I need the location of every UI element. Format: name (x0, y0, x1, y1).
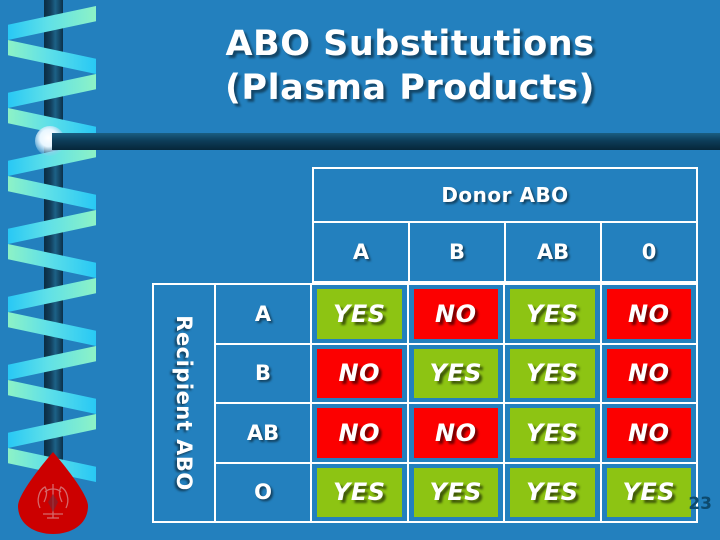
cell-value: NO (413, 289, 498, 339)
donor-column-ab: AB (506, 223, 602, 281)
cell-value: NO (317, 348, 402, 398)
title-line-1: ABO Substitutions (225, 24, 595, 64)
donor-abo-header-label: Donor ABO (441, 183, 569, 207)
cell-b-o: NO (602, 345, 697, 403)
cell-value: YES (413, 348, 498, 398)
donor-abo-header: Donor ABO (312, 167, 698, 223)
cell-value: YES (510, 348, 595, 398)
ribbon-band (8, 346, 96, 380)
cell-o-a: YES (312, 463, 409, 521)
row-cells: NO NO YES NO (312, 404, 696, 462)
cell-ab-b: NO (409, 404, 505, 462)
cell-ab-o: NO (602, 404, 697, 462)
cell-ab-a: NO (312, 404, 409, 462)
recipient-row-o: O (216, 463, 312, 521)
cell-value: NO (606, 348, 691, 398)
cell-o-b: YES (409, 463, 505, 521)
ribbon-band (8, 380, 96, 414)
cell-b-a: NO (312, 344, 409, 402)
ribbon-band (8, 278, 96, 312)
cell-value: YES (413, 467, 498, 517)
cell-value: YES (510, 289, 595, 339)
table-row: A YES NO YES NO (216, 285, 696, 345)
page-title: ABO Substitutions (Plasma Products) (120, 22, 700, 110)
cell-value: NO (317, 408, 402, 458)
ribbon-band (8, 210, 96, 244)
crest-emblem-icon (37, 484, 69, 519)
recipient-abo-header-label: Recipient ABO (172, 315, 196, 491)
cell-value: YES (606, 467, 691, 517)
title-line-2: (Plasma Products) (224, 68, 596, 108)
cell-b-b: YES (409, 344, 505, 402)
cell-b-ab: YES (505, 344, 602, 402)
ribbon-band (8, 74, 96, 108)
cell-a-b: NO (409, 285, 505, 343)
ribbon-band (8, 176, 96, 210)
donor-column-ab-label: AB (536, 240, 570, 264)
cell-o-o: YES (602, 464, 697, 522)
cell-value: YES (510, 467, 595, 517)
recipient-row-o-label: O (254, 480, 272, 505)
table-body: Recipient ABO A YES NO YES NO B NO (152, 283, 698, 523)
recipient-row-ab-label: AB (246, 420, 280, 445)
donor-column-b: B (410, 223, 506, 281)
recipient-row-a: A (216, 285, 312, 343)
horizontal-rule-bar (52, 133, 720, 150)
donor-column-a: A (314, 223, 410, 281)
donor-column-b-label: B (448, 240, 465, 264)
recipient-abo-header: Recipient ABO (154, 285, 216, 521)
table-row: AB NO NO YES NO (216, 404, 696, 464)
donor-column-a-label: A (352, 240, 370, 264)
ribbon-band (8, 414, 96, 448)
donor-column-headers: A B AB 0 (312, 223, 698, 283)
ribbon-band (8, 244, 96, 278)
recipient-row-b: B (216, 344, 312, 402)
page-number: 23 (688, 494, 712, 514)
ribbon-band (8, 6, 96, 40)
cell-a-o: NO (602, 285, 697, 343)
cell-a-a: YES (312, 285, 409, 343)
table-rows: A YES NO YES NO B NO YES YES NO (216, 285, 696, 521)
cell-value: NO (413, 408, 498, 458)
donor-column-o-label: 0 (641, 240, 657, 264)
cell-value: NO (606, 289, 691, 339)
recipient-row-a-label: A (254, 301, 272, 326)
ribbon-band (8, 40, 96, 74)
recipient-row-b-label: B (254, 361, 271, 386)
recipient-row-ab: AB (216, 404, 312, 462)
cell-o-ab: YES (505, 463, 602, 521)
blood-drop-icon (18, 452, 88, 534)
row-cells: YES YES YES YES (312, 463, 697, 522)
cell-value: YES (317, 289, 402, 339)
table-row: O YES YES YES YES (216, 463, 697, 522)
cell-a-ab: YES (505, 285, 602, 343)
cell-value: YES (510, 408, 595, 458)
row-cells: NO YES YES NO (312, 344, 697, 403)
cell-value: NO (606, 408, 691, 458)
donor-column-o: 0 (602, 223, 696, 281)
table-row: B NO YES YES NO (216, 344, 697, 404)
abo-substitution-table: Donor ABO A B AB 0 Recipient ABO A YES N… (152, 167, 698, 523)
row-cells: YES NO YES NO (312, 285, 696, 343)
ribbon-band (8, 312, 96, 346)
cell-ab-ab: YES (505, 404, 602, 462)
cell-value: YES (317, 467, 402, 517)
